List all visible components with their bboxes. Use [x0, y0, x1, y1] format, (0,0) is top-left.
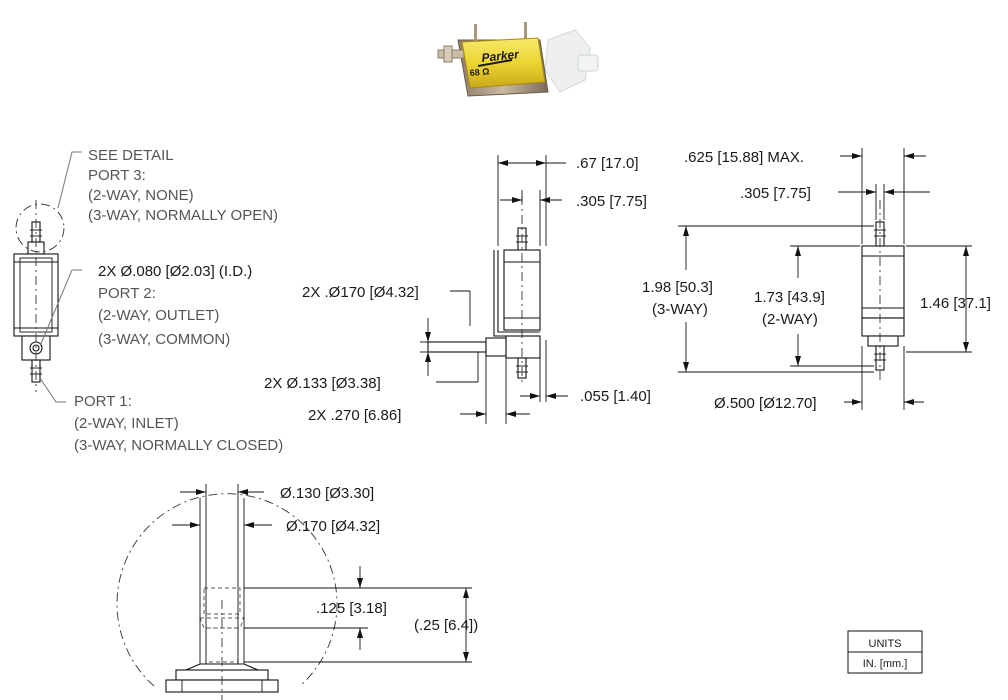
- dim-height-body: 1.46 [37.1]: [920, 295, 991, 312]
- terminal-pin-right: [524, 22, 527, 46]
- dim-diameter: Ø.500 [Ø12.70]: [714, 395, 817, 412]
- product-photo: Parker 68 Ω: [437, 22, 599, 97]
- port1-line2: (3-WAY, NORMALLY CLOSED): [74, 437, 283, 454]
- see-detail-label: SEE DETAIL: [88, 147, 174, 164]
- dim-barb-id: 2X Ø.133 [Ø3.38]: [264, 375, 381, 392]
- dim-front-width-body: .305 [7.75]: [740, 185, 811, 202]
- units-title: UNITS: [869, 638, 902, 650]
- dim-height-2way-note: (2-WAY): [762, 311, 818, 328]
- detail-circle: [15, 203, 65, 253]
- id-callout: 2X Ø.080 [Ø2.03] (I.D.): [98, 263, 252, 280]
- fitting-outlet: [577, 54, 599, 72]
- dim-height-2way: 1.73 [43.9]: [754, 289, 825, 306]
- units-value: IN. [mm.]: [863, 658, 908, 670]
- side-view: .67 [17.0] .305 [7.75] 2X .Ø170 [Ø4.32] …: [264, 155, 651, 424]
- front-view: .625 [15.88] MAX. .305 [7.75] 1.98 [50.3…: [642, 148, 991, 412]
- dim-width-body: .305 [7.75]: [576, 193, 647, 210]
- dim-detail-total-height: (.25 [6.4]): [414, 617, 478, 634]
- port3-line2: (3-WAY, NORMALLY OPEN): [88, 207, 278, 224]
- coil-rating: 68 Ω: [469, 66, 490, 78]
- dim-width-max: .625 [15.88] MAX.: [684, 149, 804, 166]
- logo-swoosh: [477, 59, 513, 67]
- detail-view: Ø.130 [Ø3.30] Ø.170 [Ø4.32] .125 [3.18] …: [116, 484, 478, 700]
- dim-detail-inner-dia: Ø.130 [Ø3.30]: [280, 485, 374, 502]
- side-barb: [427, 341, 487, 353]
- dim-detail-barb-height: .125 [3.18]: [316, 600, 387, 617]
- dim-height-3way-note: (3-WAY): [652, 301, 708, 318]
- yellow-coil: [461, 37, 546, 89]
- bracket: [497, 250, 540, 333]
- port2-inner: [32, 344, 40, 352]
- port-view: SEE DETAIL PORT 3: (2-WAY, NONE) (3-WAY,…: [13, 147, 283, 454]
- dim-barb-od: 2X .Ø170 [Ø4.32]: [302, 284, 419, 301]
- port2-title: PORT 2:: [98, 285, 156, 302]
- units-box: UNITS IN. [mm.]: [847, 630, 923, 674]
- port2-line1: (2-WAY, OUTLET): [98, 307, 219, 324]
- front-body: [861, 245, 905, 319]
- dim-height-3way: 1.98 [50.3]: [642, 279, 713, 296]
- port1-title: PORT 1:: [74, 393, 132, 410]
- port3-title: PORT 3:: [88, 167, 146, 184]
- dim-detail-outer-dia: Ø.170 [Ø4.32]: [286, 518, 380, 535]
- detail-boundary: [116, 493, 338, 687]
- port1-line1: (2-WAY, INLET): [74, 415, 179, 432]
- port2-line2: (3-WAY, COMMON): [98, 331, 230, 348]
- dim-bracket-thickness: .055 [1.40]: [580, 388, 651, 405]
- dim-barb-length: 2X .270 [6.86]: [308, 407, 401, 424]
- terminal-pin-left: [474, 24, 477, 46]
- plunger-cap: [443, 45, 453, 63]
- port3-line1: (2-WAY, NONE): [88, 187, 194, 204]
- dim-width-overall: .67 [17.0]: [576, 155, 639, 172]
